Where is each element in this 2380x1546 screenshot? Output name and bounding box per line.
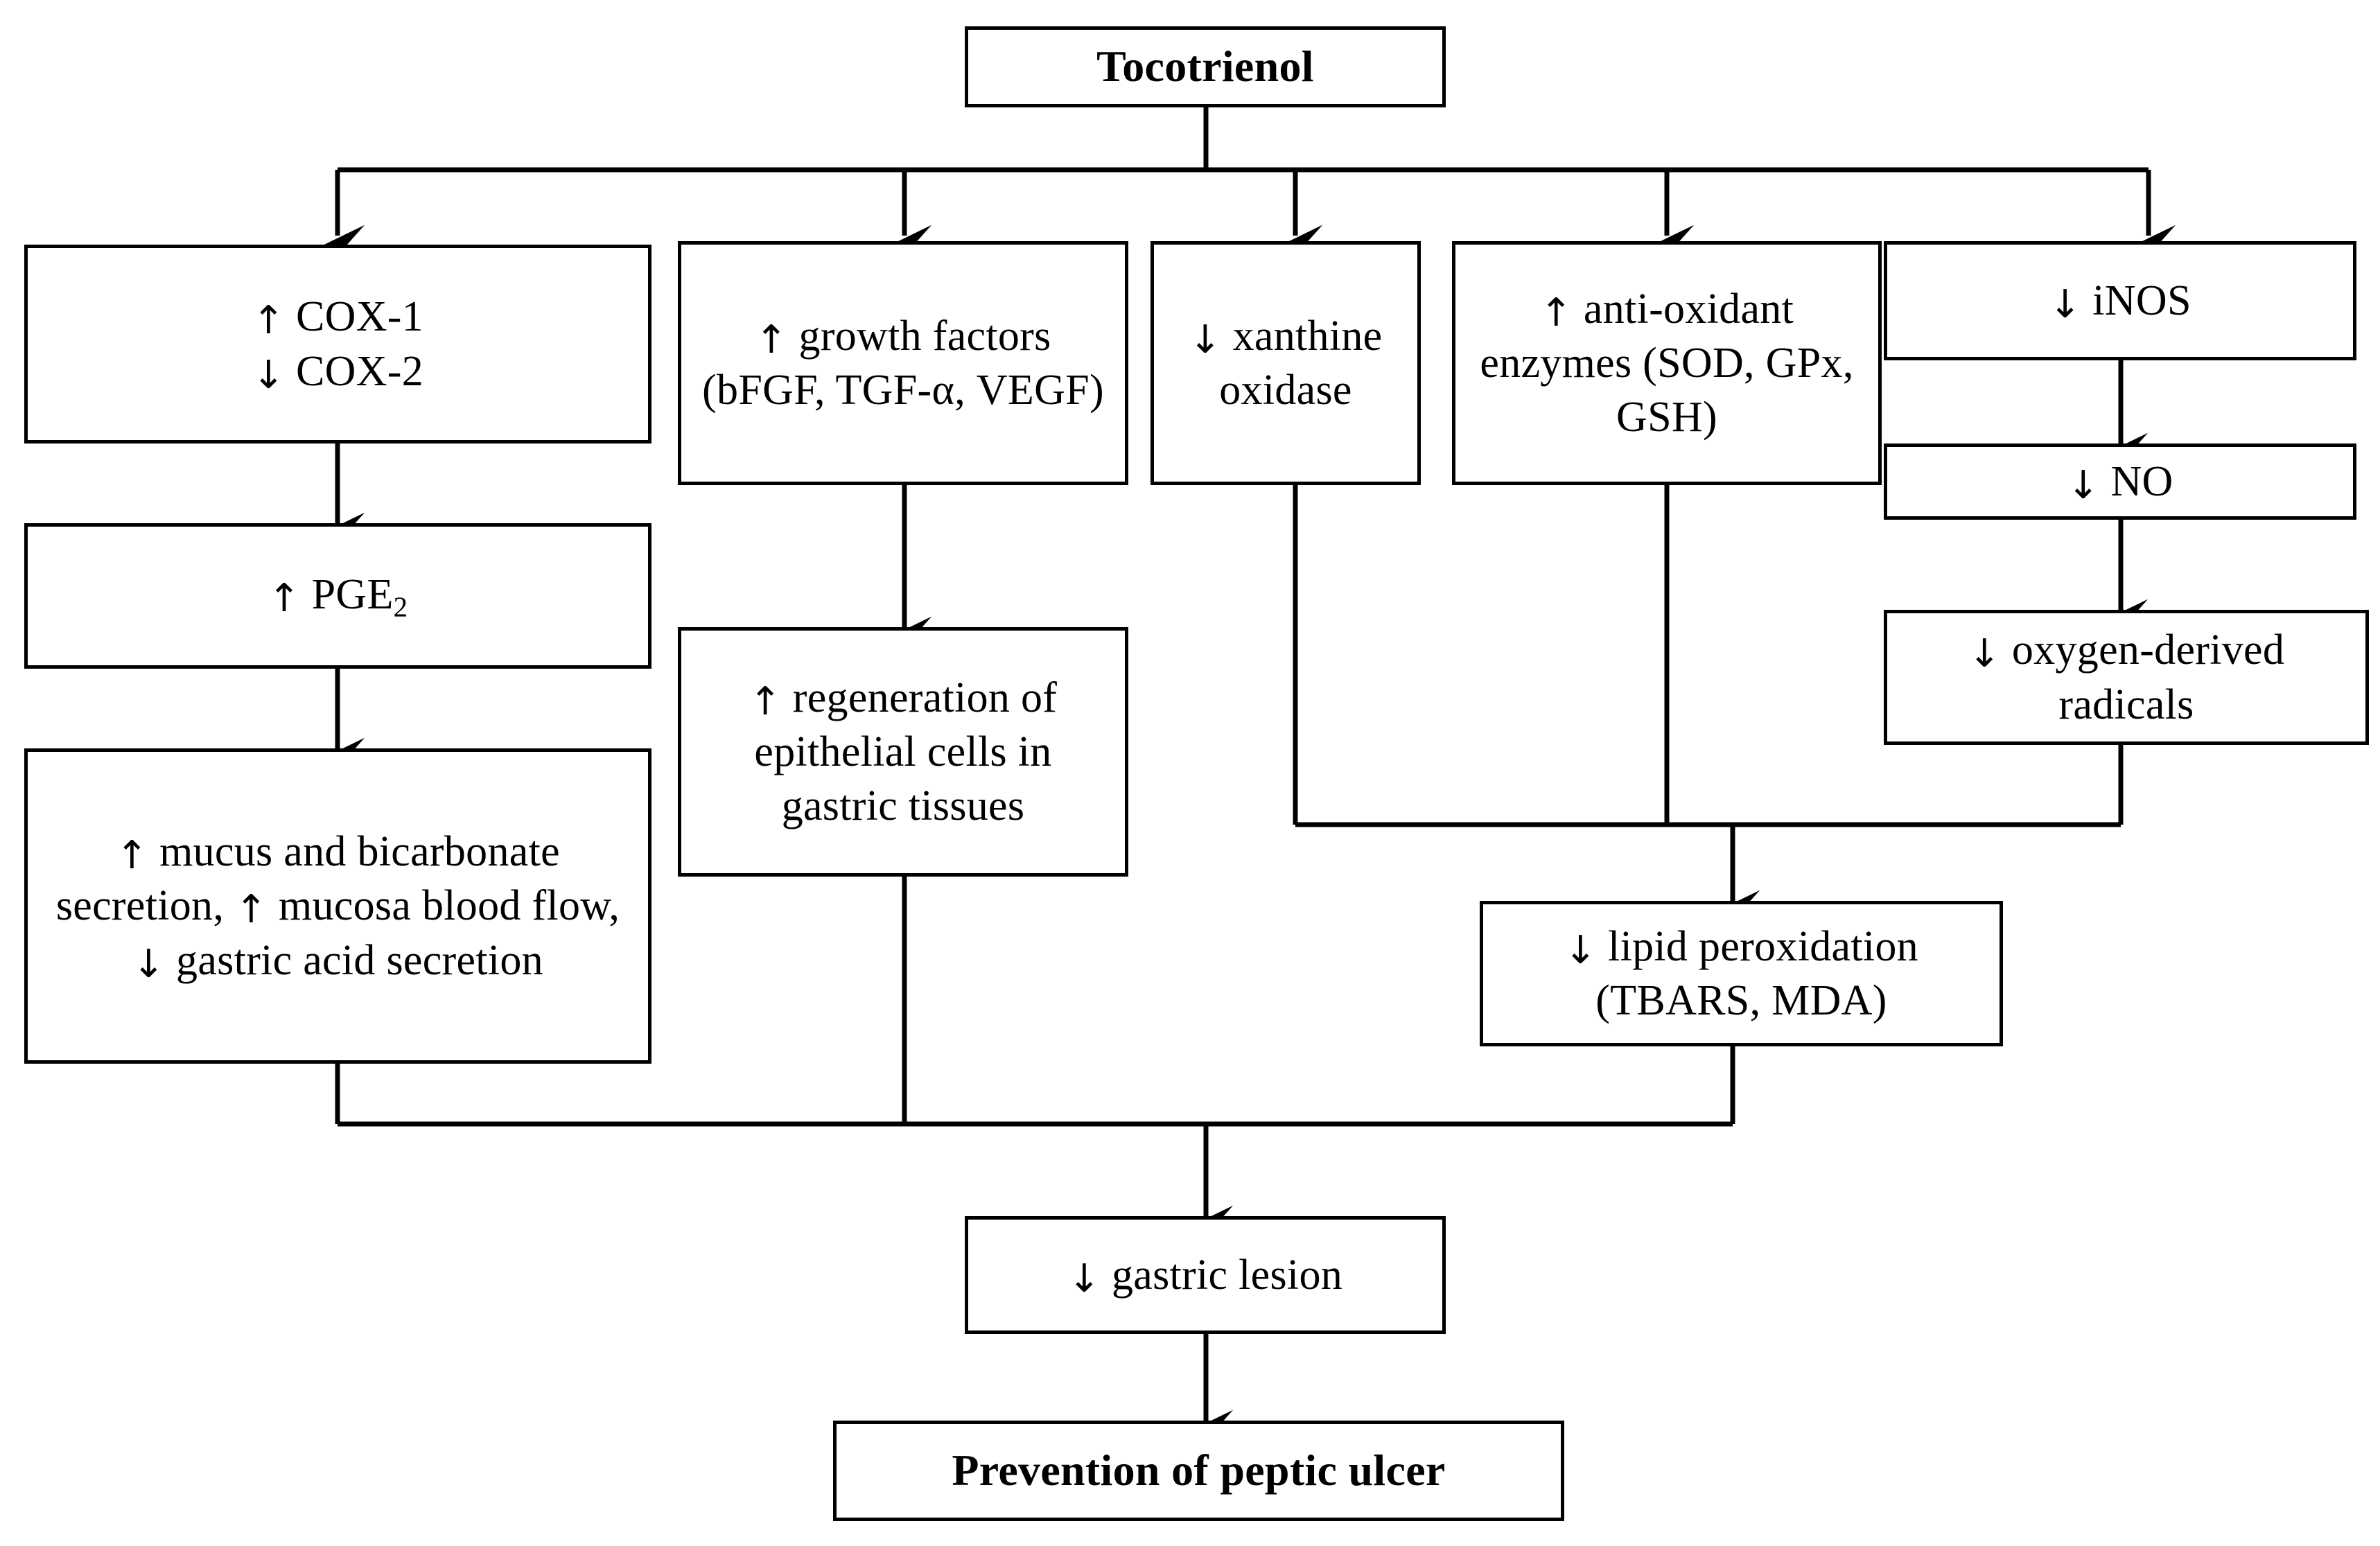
node-pge2-subscript: 2 <box>393 590 408 622</box>
up-arrow-icon: ↑ <box>116 833 149 879</box>
up-arrow-icon: ↑ <box>755 317 788 362</box>
up-arrow-icon: ↑ <box>252 298 286 344</box>
node-antioxidant-enzymes-label: anti-oxidant enzymes (SOD, GPx, GSH) <box>1480 285 1854 441</box>
node-cox[interactable]: ↑ COX-1 ↓ COX-2 <box>24 245 651 443</box>
up-arrow-icon: ↑ <box>1539 290 1573 335</box>
down-arrow-icon: ↓ <box>1564 927 1598 973</box>
node-gastric-lesion-label: gastric lesion <box>1111 1251 1343 1299</box>
node-prevention-peptic-ulcer[interactable]: Prevention of peptic ulcer <box>833 1421 1564 1521</box>
node-cox-label-2: COX-2 <box>295 347 424 395</box>
node-tocotrienol[interactable]: Tocotrienol <box>965 26 1446 107</box>
node-growth-factors-label: growth factors (bFGF, TGF-α, VEGF) <box>702 312 1104 414</box>
down-arrow-icon: ↓ <box>132 941 166 987</box>
up-arrow-icon: ↑ <box>234 887 268 933</box>
node-lipid-peroxidation[interactable]: ↓ lipid peroxidation (TBARS, MDA) <box>1480 901 2003 1046</box>
down-arrow-icon: ↓ <box>1189 317 1222 362</box>
node-antioxidant-enzymes[interactable]: ↑ anti-oxidant enzymes (SOD, GPx, GSH) <box>1452 241 1882 485</box>
node-mucus-secretion[interactable]: ↑ mucus and bicarbonate secretion, ↑ muc… <box>24 748 651 1064</box>
down-arrow-icon: ↓ <box>2067 462 2100 508</box>
up-arrow-icon: ↑ <box>749 678 782 724</box>
down-arrow-icon: ↓ <box>1968 631 2002 677</box>
node-oxygen-derived-radicals-label: oxygen-derived radicals <box>2011 626 2285 728</box>
node-regeneration-label: regeneration of epithelial cells in gast… <box>754 674 1058 830</box>
node-gastric-lesion[interactable]: ↓ gastric lesion <box>965 1216 1446 1334</box>
node-xanthine-oxidase-label: xanthine oxidase <box>1219 312 1383 414</box>
down-arrow-icon: ↓ <box>2049 281 2082 327</box>
node-lipid-peroxidation-label: lipid peroxidation (TBARS, MDA) <box>1595 922 1918 1024</box>
node-pge2-label: PGE <box>311 570 394 618</box>
node-growth-factors[interactable]: ↑ growth factors (bFGF, TGF-α, VEGF) <box>678 241 1128 485</box>
node-regeneration[interactable]: ↑ regeneration of epithelial cells in ga… <box>678 627 1128 877</box>
node-inos-label: iNOS <box>2092 276 2191 324</box>
node-inos[interactable]: ↓ iNOS <box>1884 241 2356 360</box>
node-cox-label-1: COX-1 <box>295 293 424 341</box>
node-tocotrienol-label: Tocotrienol <box>1096 42 1314 91</box>
down-arrow-icon: ↓ <box>252 352 286 398</box>
up-arrow-icon: ↑ <box>268 575 301 621</box>
node-no[interactable]: ↓ NO <box>1884 443 2356 520</box>
node-xanthine-oxidase[interactable]: ↓ xanthine oxidase <box>1150 241 1421 485</box>
node-no-label: NO <box>2110 457 2173 505</box>
down-arrow-icon: ↓ <box>1067 1256 1101 1301</box>
node-oxygen-derived-radicals[interactable]: ↓ oxygen-derived radicals <box>1884 610 2369 745</box>
node-pge2[interactable]: ↑ PGE2 <box>24 523 651 669</box>
node-prevention-label: Prevention of peptic ulcer <box>952 1446 1446 1495</box>
